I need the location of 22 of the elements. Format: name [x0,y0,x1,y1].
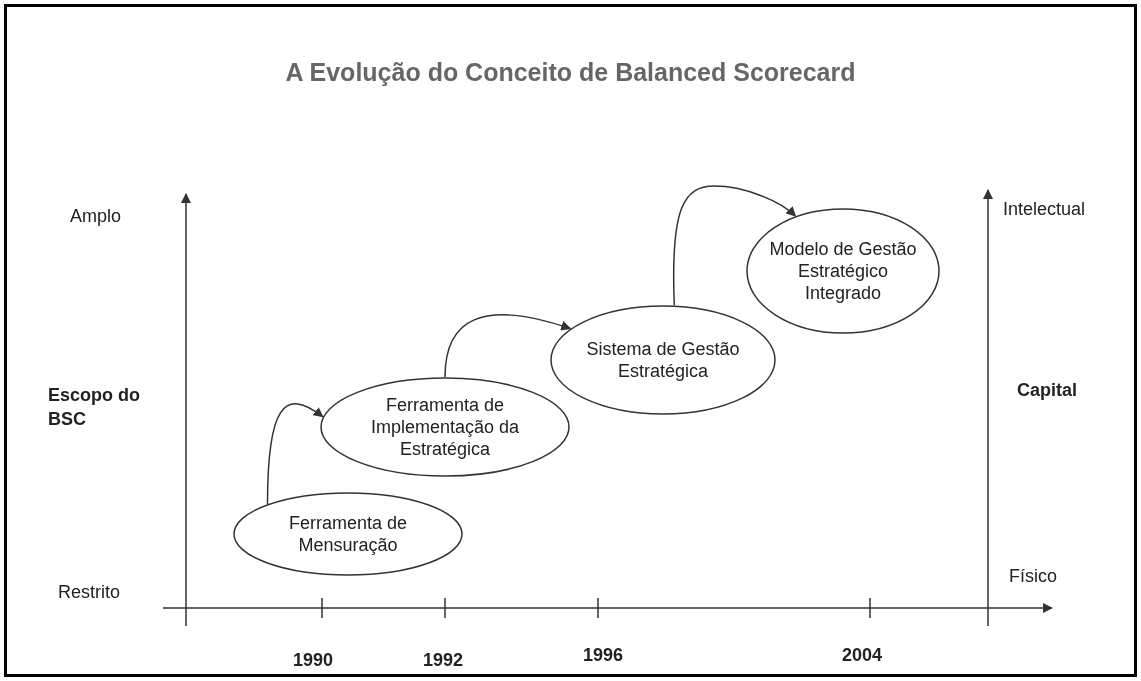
stage-label: Modelo de Gestão Estratégico Integrado [768,238,918,304]
arrow [444,314,572,378]
stage-ellipse [746,208,940,334]
stage-ellipse [233,492,463,576]
diagram-title: A Evolução do Conceito de Balanced Scorecard [285,58,856,86]
scale-label: Físico [1009,566,1057,587]
year-label: 1996 [583,645,624,666]
stage-ellipse [550,305,776,415]
axis-title: Capital [1017,380,1077,401]
stage-label: Ferramenta de Mensuração [287,512,409,556]
year-label: 1990 [293,650,334,671]
scale-label: Intelectual [1003,199,1086,220]
arrow [266,403,324,505]
arrow [672,185,797,307]
year-label: 1992 [423,650,464,671]
stage-label: Ferramenta de Implementação da Estratégica [369,394,521,460]
scale-label: Amplo [70,206,122,227]
scale-label: Restrito [58,582,120,603]
stage-ellipse [320,377,570,477]
axis-title: Escopo do BSC [48,384,141,431]
stage-label: Sistema de Gestão Estratégica [585,338,741,382]
year-label: 2004 [842,645,883,666]
